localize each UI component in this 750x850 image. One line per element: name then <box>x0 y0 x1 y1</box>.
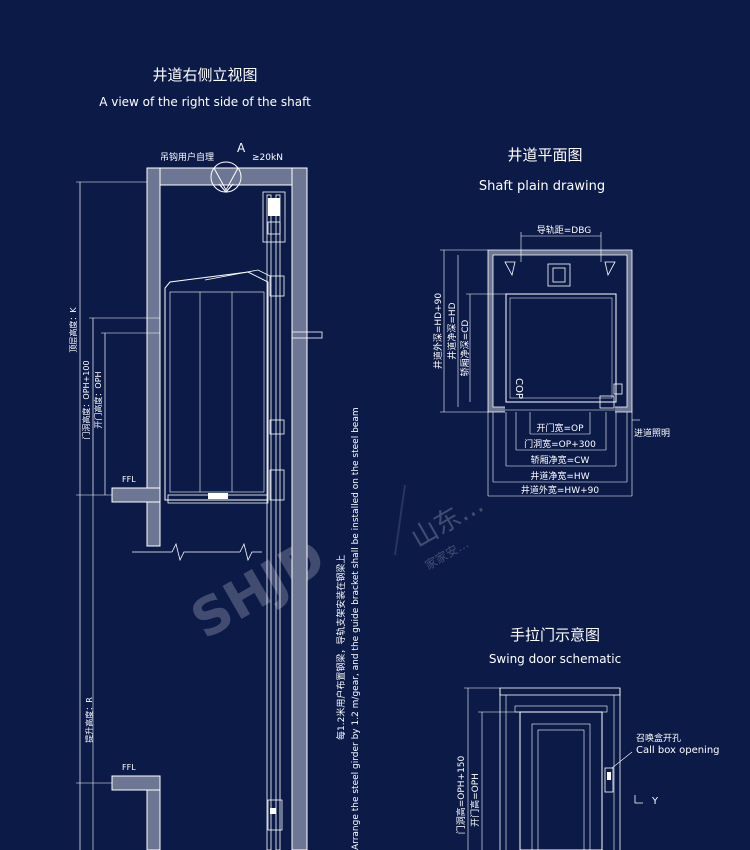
callbox-label-cn: 召唤盒开孔 <box>636 732 681 744</box>
plan-view: 井道平面图 Shaft plain drawing COP 导轨距=DBG 井道… <box>432 146 670 497</box>
load-label: ≥20kN <box>252 153 283 163</box>
door-view-title-en: Swing door schematic <box>489 652 621 666</box>
section-marker: A <box>237 141 246 155</box>
dim-hole-width: 门洞宽=OP+300 <box>524 438 596 450</box>
lower-floor-slab <box>111 775 161 791</box>
side-view-title-en: A view of the right side of the shaft <box>99 95 311 109</box>
side-view-title-cn: 井道右侧立视图 <box>152 66 257 84</box>
door-hole-height-label-2: 门洞高=OPH+150 <box>455 755 467 834</box>
lower-left-wall <box>146 789 161 850</box>
shaft-roof <box>146 167 308 186</box>
break-line <box>132 542 262 562</box>
shaft-left-wall <box>146 167 161 547</box>
door-view-title-cn: 手拉门示意图 <box>510 626 600 644</box>
dim-shaft-outer-width: 井道外宽=HW+90 <box>521 484 599 496</box>
door-height-label: 开门高度：OPH <box>93 371 103 428</box>
side-view: 井道右侧立视图 A view of the right side of the … <box>68 66 361 850</box>
plan-view-title-en: Shaft plain drawing <box>479 179 605 194</box>
ffl-bottom-label: FFL <box>122 763 136 772</box>
y-label: Y <box>651 796 659 807</box>
dim-car-width: 轿厢净宽=CW <box>531 454 590 466</box>
headroom-label: 顶层高度：K <box>68 307 78 353</box>
hook-icon <box>210 161 242 193</box>
guide-rail-right <box>275 194 281 850</box>
door-view: 手拉门示意图 Swing door schematic 召唤盒开孔 Call b… <box>455 626 720 850</box>
elevator-car <box>164 269 285 504</box>
side-dimensions <box>76 181 160 850</box>
watermark: SHJD 山东… 家家安… <box>182 484 490 652</box>
top-machine <box>262 191 286 243</box>
callbox-label-en: Call box opening <box>636 745 720 756</box>
door-open-height-label-2: 开门高=OPH <box>469 773 481 827</box>
rail-gauge-label: 导轨距=DBG <box>537 224 591 236</box>
upper-floor-slab <box>111 487 161 503</box>
shaft-right-wall <box>291 167 308 850</box>
dim-open-width: 开门宽=OP <box>536 422 584 434</box>
hook-label: 吊钩用户自理 <box>160 151 214 163</box>
callbox-icon <box>604 767 614 793</box>
cop-label: COP <box>513 378 524 399</box>
depth-inner-label: 井道净深=HD <box>446 302 458 359</box>
steel-girder-note-cn: 每1.2米用户布置钢梁，导轨支架安装在钢梁上 <box>335 555 347 740</box>
plan-shaft-wall <box>487 249 633 413</box>
lighting-label: 进道照明 <box>634 427 670 439</box>
travel-label: 提升高度：R <box>84 697 94 743</box>
guide-rail-left <box>266 194 272 850</box>
car-depth-label: 轿厢净深=CD <box>459 320 471 377</box>
watermark-brand: SHJD <box>182 528 336 652</box>
watermark-brand-cn: 山东… <box>407 489 490 554</box>
plan-view-title-cn: 井道平面图 <box>507 146 582 164</box>
depth-outer-label: 井道外深=HD+90 <box>432 293 444 370</box>
ffl-top-label: FFL <box>122 475 136 484</box>
plan-car <box>505 293 617 403</box>
steel-girder-note-en: Arrange the steel girder by 1.2 m/gear, … <box>351 407 361 850</box>
door-hole-height-label: 门洞高度：OPH+100 <box>81 360 91 439</box>
dim-shaft-inner-width: 井道净宽=HW <box>530 470 589 482</box>
